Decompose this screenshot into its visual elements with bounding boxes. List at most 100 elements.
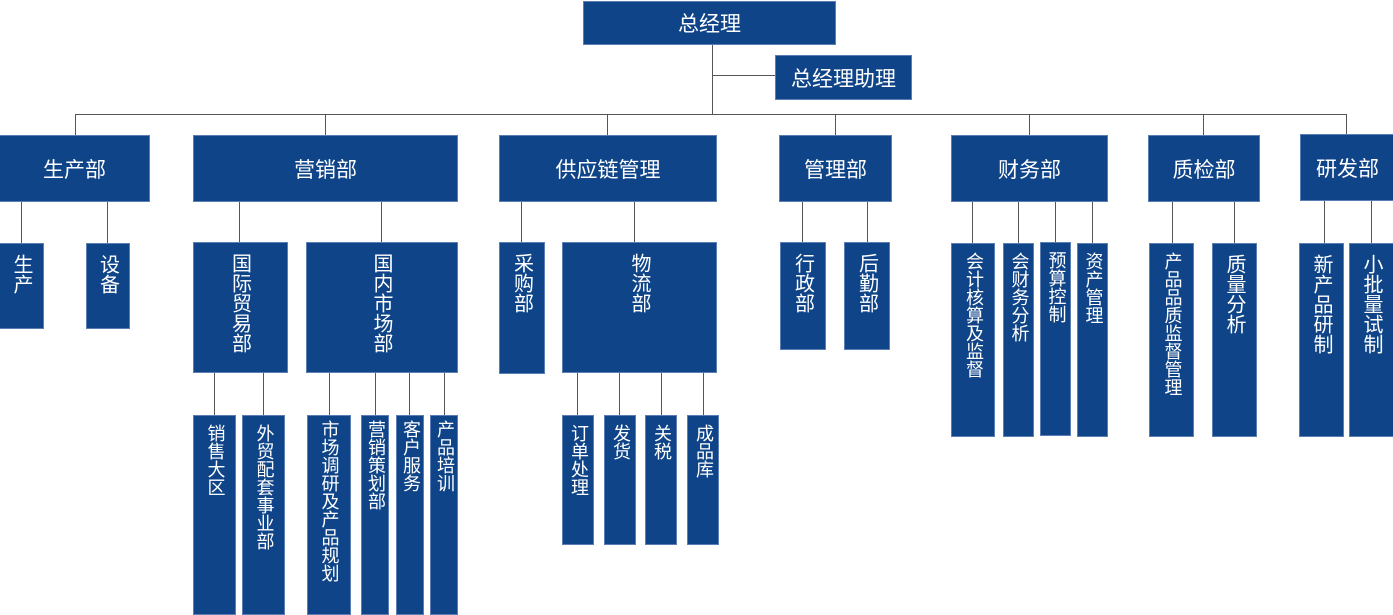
connector — [607, 114, 608, 135]
node-logistics-support: 后勤部 — [844, 242, 890, 350]
node-pilot-production: 小批量试制 — [1349, 243, 1393, 437]
node-label: 国际贸易部 — [228, 253, 253, 353]
node-label: 订单处理 — [568, 424, 589, 496]
node-label: 市场调研及产品规划 — [318, 420, 340, 582]
node-marketing-dept: 营销部 — [193, 135, 458, 202]
node-label: 客户服务 — [400, 420, 421, 492]
node-equipment: 设备 — [86, 243, 130, 329]
connector — [1203, 114, 1204, 135]
node-label: 资产管理 — [1082, 252, 1104, 324]
node-label: 采购部 — [510, 253, 535, 313]
connector — [1029, 114, 1030, 135]
node-label: 总经理 — [678, 12, 741, 36]
connector — [521, 201, 522, 243]
node-finished-goods: 成品库 — [687, 415, 719, 545]
node-label: 销售大区 — [204, 424, 226, 496]
node-accounting: 会计核算及监督 — [951, 243, 995, 437]
connector — [1324, 201, 1325, 243]
node-label: 营销策划部 — [365, 420, 386, 510]
connector — [802, 201, 803, 243]
connector — [214, 371, 215, 415]
node-administration: 行政部 — [780, 242, 826, 350]
node-logistics: 物流部 — [562, 242, 717, 373]
node-label: 预算控制 — [1045, 251, 1067, 323]
connector — [75, 114, 1347, 115]
node-label: 管理部 — [804, 157, 867, 182]
connector — [329, 371, 330, 415]
node-label: 财务部 — [998, 157, 1061, 182]
node-customs: 关税 — [645, 415, 677, 545]
node-label: 成品库 — [693, 424, 714, 478]
node-admin-dept: 管理部 — [779, 135, 892, 202]
node-intl-trade: 国际贸易部 — [193, 242, 288, 373]
node-sales-region: 销售大区 — [193, 415, 236, 615]
node-market-research: 市场调研及产品规划 — [307, 415, 351, 615]
node-label: 营销部 — [294, 157, 357, 182]
node-label: 总经理助理 — [791, 66, 896, 91]
node-asset-management: 资产管理 — [1077, 243, 1108, 437]
node-label: 生产部 — [43, 157, 106, 182]
node-label: 行政部 — [791, 253, 816, 313]
node-label: 生产 — [10, 254, 34, 294]
connector — [1346, 114, 1347, 135]
node-label: 设备 — [96, 254, 121, 294]
node-marketing-planning: 营销策划部 — [361, 415, 389, 615]
connector — [325, 114, 326, 135]
node-label: 国内市场部 — [370, 253, 394, 353]
connector — [375, 371, 376, 415]
node-label: 新产品研制 — [1310, 254, 1334, 354]
node-domestic-market: 国内市场部 — [306, 242, 458, 373]
connector — [1018, 201, 1019, 243]
connector — [577, 372, 578, 415]
connector — [409, 371, 410, 415]
connector — [634, 201, 635, 243]
connector — [107, 201, 108, 243]
node-shipping: 发货 — [604, 415, 636, 545]
connector — [75, 114, 76, 135]
node-new-product-dev: 新产品研制 — [1299, 243, 1344, 437]
node-production: 生产 — [0, 243, 44, 329]
connector — [703, 372, 704, 415]
connector — [661, 372, 662, 415]
connector — [1055, 201, 1056, 243]
connector — [21, 201, 22, 243]
connector — [1234, 201, 1235, 243]
node-label: 产品培训 — [434, 420, 455, 492]
node-supply-chain: 供应链管理 — [499, 135, 717, 202]
node-customer-service: 客户服务 — [396, 415, 424, 615]
node-label: 发货 — [610, 424, 631, 460]
node-purchasing: 采购部 — [499, 242, 545, 374]
node-label: 研发部 — [1316, 156, 1379, 181]
node-quality-analysis: 质量分析 — [1212, 243, 1257, 437]
node-label: 物流部 — [628, 253, 652, 313]
node-label: 质量分析 — [1223, 254, 1247, 334]
node-order-processing: 订单处理 — [562, 415, 594, 545]
connector — [239, 201, 240, 243]
connector — [712, 44, 713, 114]
connector — [712, 75, 775, 76]
node-ceo: 总经理 — [583, 1, 836, 45]
node-finance-dept: 财务部 — [951, 135, 1108, 202]
node-quality-supervision: 产品品质监督管理 — [1149, 243, 1194, 437]
connector — [835, 114, 836, 135]
node-rd-dept: 研发部 — [1300, 134, 1393, 201]
node-label: 质检部 — [1172, 157, 1236, 182]
connector — [263, 371, 264, 415]
node-label: 产品品质监督管理 — [1161, 252, 1183, 396]
node-qc-dept: 质检部 — [1148, 135, 1260, 202]
node-label: 小批量试制 — [1360, 254, 1384, 354]
connector — [1092, 201, 1093, 243]
node-label: 关税 — [651, 424, 672, 460]
connector — [1371, 201, 1372, 243]
node-label: 外贸配套事业部 — [253, 424, 275, 550]
node-foreign-trade-support: 外贸配套事业部 — [242, 415, 285, 615]
node-financial-analysis: 会财务分析 — [1003, 243, 1034, 437]
connector — [867, 201, 868, 243]
connector — [619, 372, 620, 415]
connector — [972, 201, 973, 243]
connector — [381, 201, 382, 243]
node-label: 后勤部 — [855, 253, 880, 313]
node-budget-control: 预算控制 — [1040, 242, 1071, 436]
node-label: 会计核算及监督 — [963, 252, 984, 378]
connector — [1172, 201, 1173, 243]
